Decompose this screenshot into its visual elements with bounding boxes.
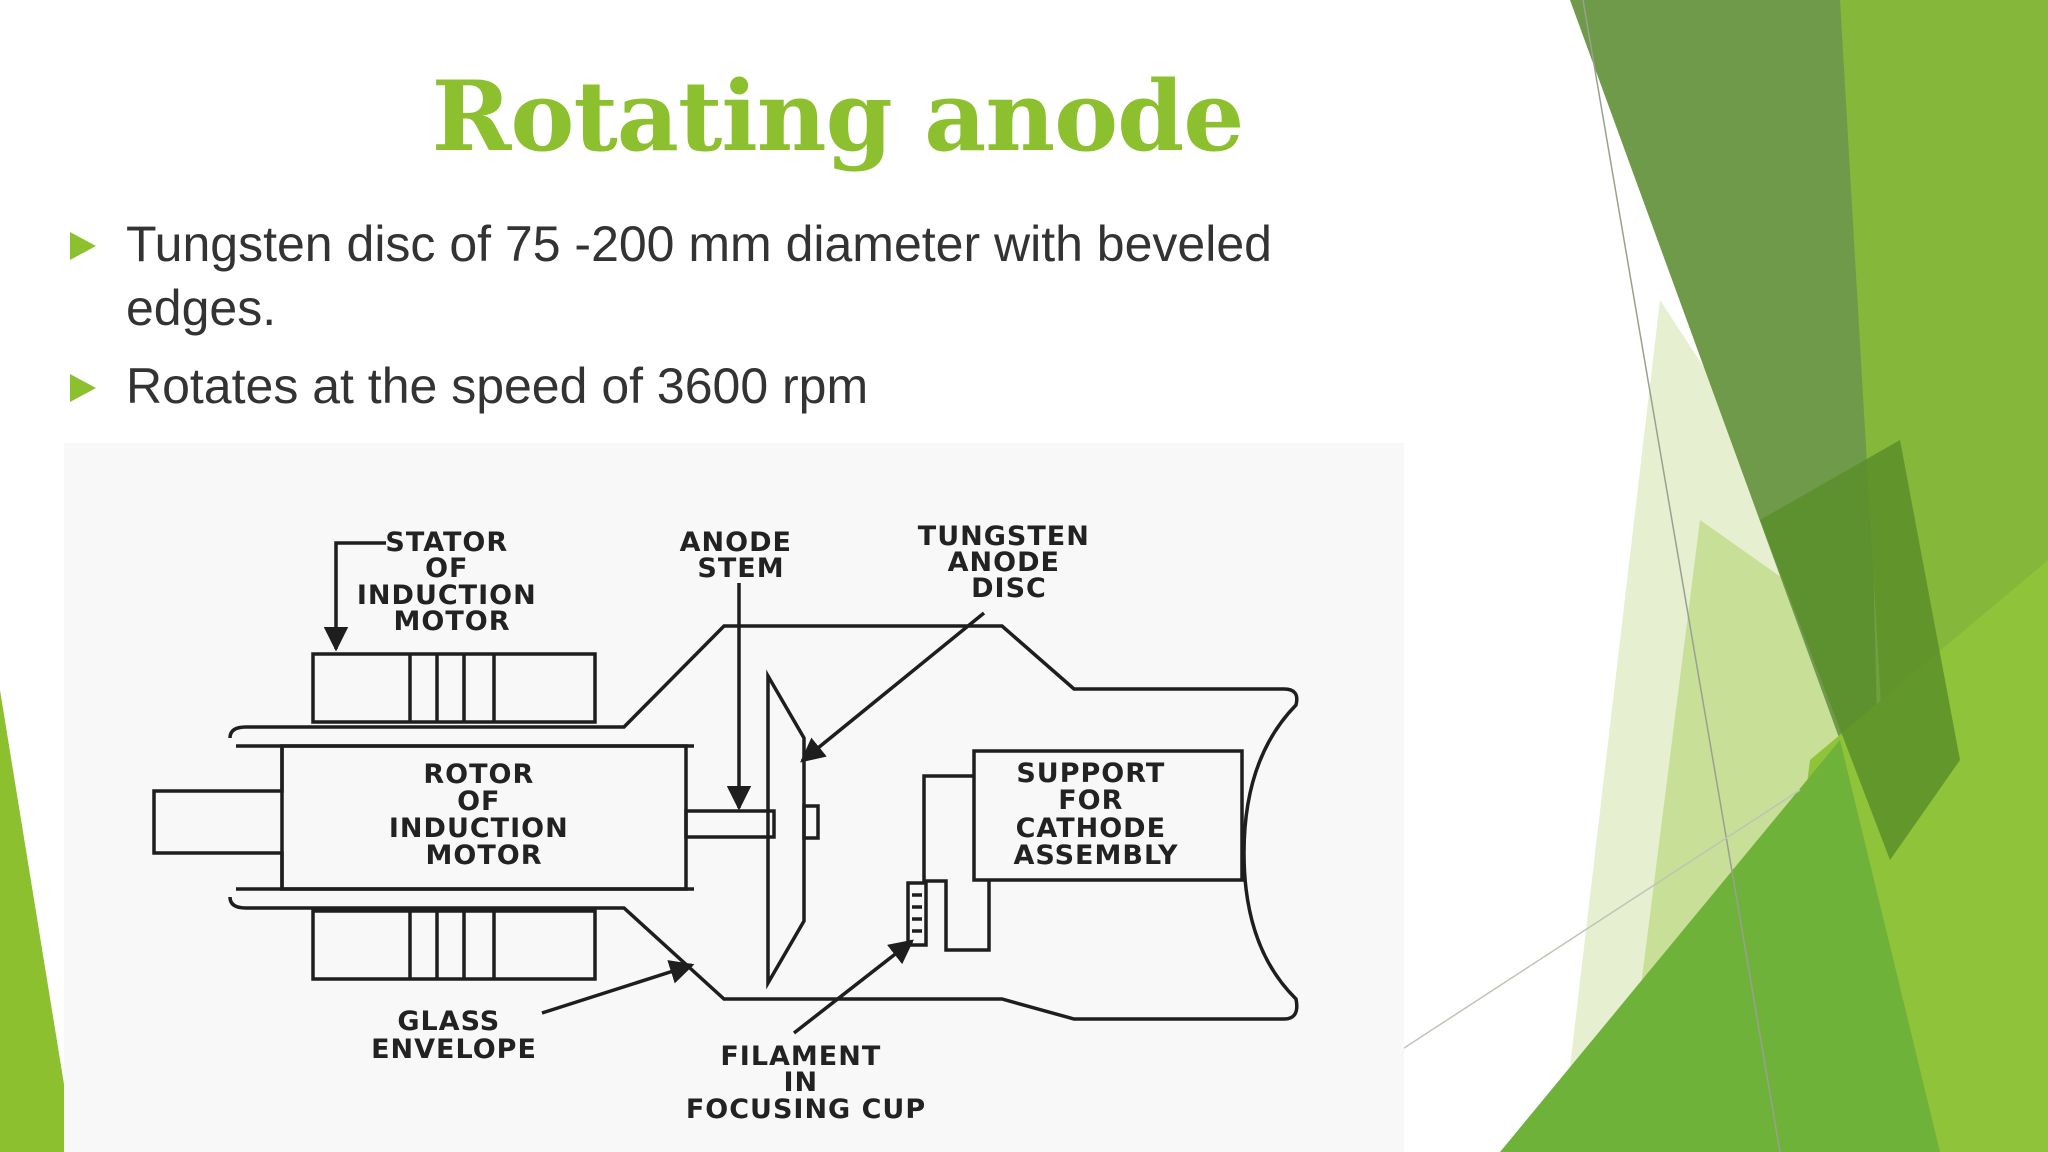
filament-leader (792, 939, 914, 1035)
cathode-support-label: SUPPORT FOR CATHODE ASSEMBLY (1013, 758, 1178, 871)
bullet-text: Rotates at the speed of 3600 rpm (126, 358, 869, 414)
anode-stem-label: ANODE STEM (680, 527, 803, 584)
rotor-label: ROTOR OF INDUCTION MOTOR (389, 759, 579, 871)
diagram-panel: STATOR OF INDUCTION MOTOR ANODE STEM TUN… (64, 443, 1404, 1152)
deco-line-1 (1582, 0, 1781, 1152)
glass-envelope-leader (541, 960, 695, 1015)
bullet-list: Tungsten disc of 75 -200 mm diameter wit… (70, 212, 1370, 432)
glass-envelope-label: GLASS ENVELOPE (371, 1006, 537, 1065)
tungsten-disc-leader (800, 611, 986, 763)
filament-coil (906, 881, 928, 947)
glass-envelope-outline (228, 624, 1299, 1021)
bullet-item: Rotates at the speed of 3600 rpm (70, 354, 1370, 418)
deco-shape-dark (1570, 0, 1880, 850)
deco-shape-green (1500, 740, 1940, 1152)
anode-disc-hub (802, 804, 820, 840)
anode-stem (684, 809, 776, 839)
filament-label: FILAMENT IN FOCUSING CUP (686, 1041, 926, 1125)
deco-shape-olive (1760, 440, 1960, 860)
tungsten-disc-label: TUNGSTEN ANODE DISC (918, 521, 1100, 604)
left-green-stripe (0, 690, 75, 1152)
rotating-anode-diagram: STATOR OF INDUCTION MOTOR ANODE STEM TUN… (152, 521, 1299, 1125)
stator-label: STATOR OF INDUCTION MOTOR (357, 527, 547, 637)
bullet-text: Tungsten disc of 75 -200 mm diameter wit… (126, 216, 1272, 336)
slide-title: Rotating anode (431, 60, 1245, 173)
stator-upper (311, 652, 597, 724)
cathode-support (906, 749, 1244, 952)
deco-line-2 (1331, 789, 1801, 1096)
stator-lower (311, 909, 597, 981)
bullet-item: Tungsten disc of 75 -200 mm diameter wit… (70, 212, 1370, 340)
bullet-arrow-icon (70, 232, 96, 260)
bullet-arrow-icon (70, 374, 96, 402)
tungsten-anode-disc (766, 669, 806, 990)
stator-leader (323, 541, 386, 652)
